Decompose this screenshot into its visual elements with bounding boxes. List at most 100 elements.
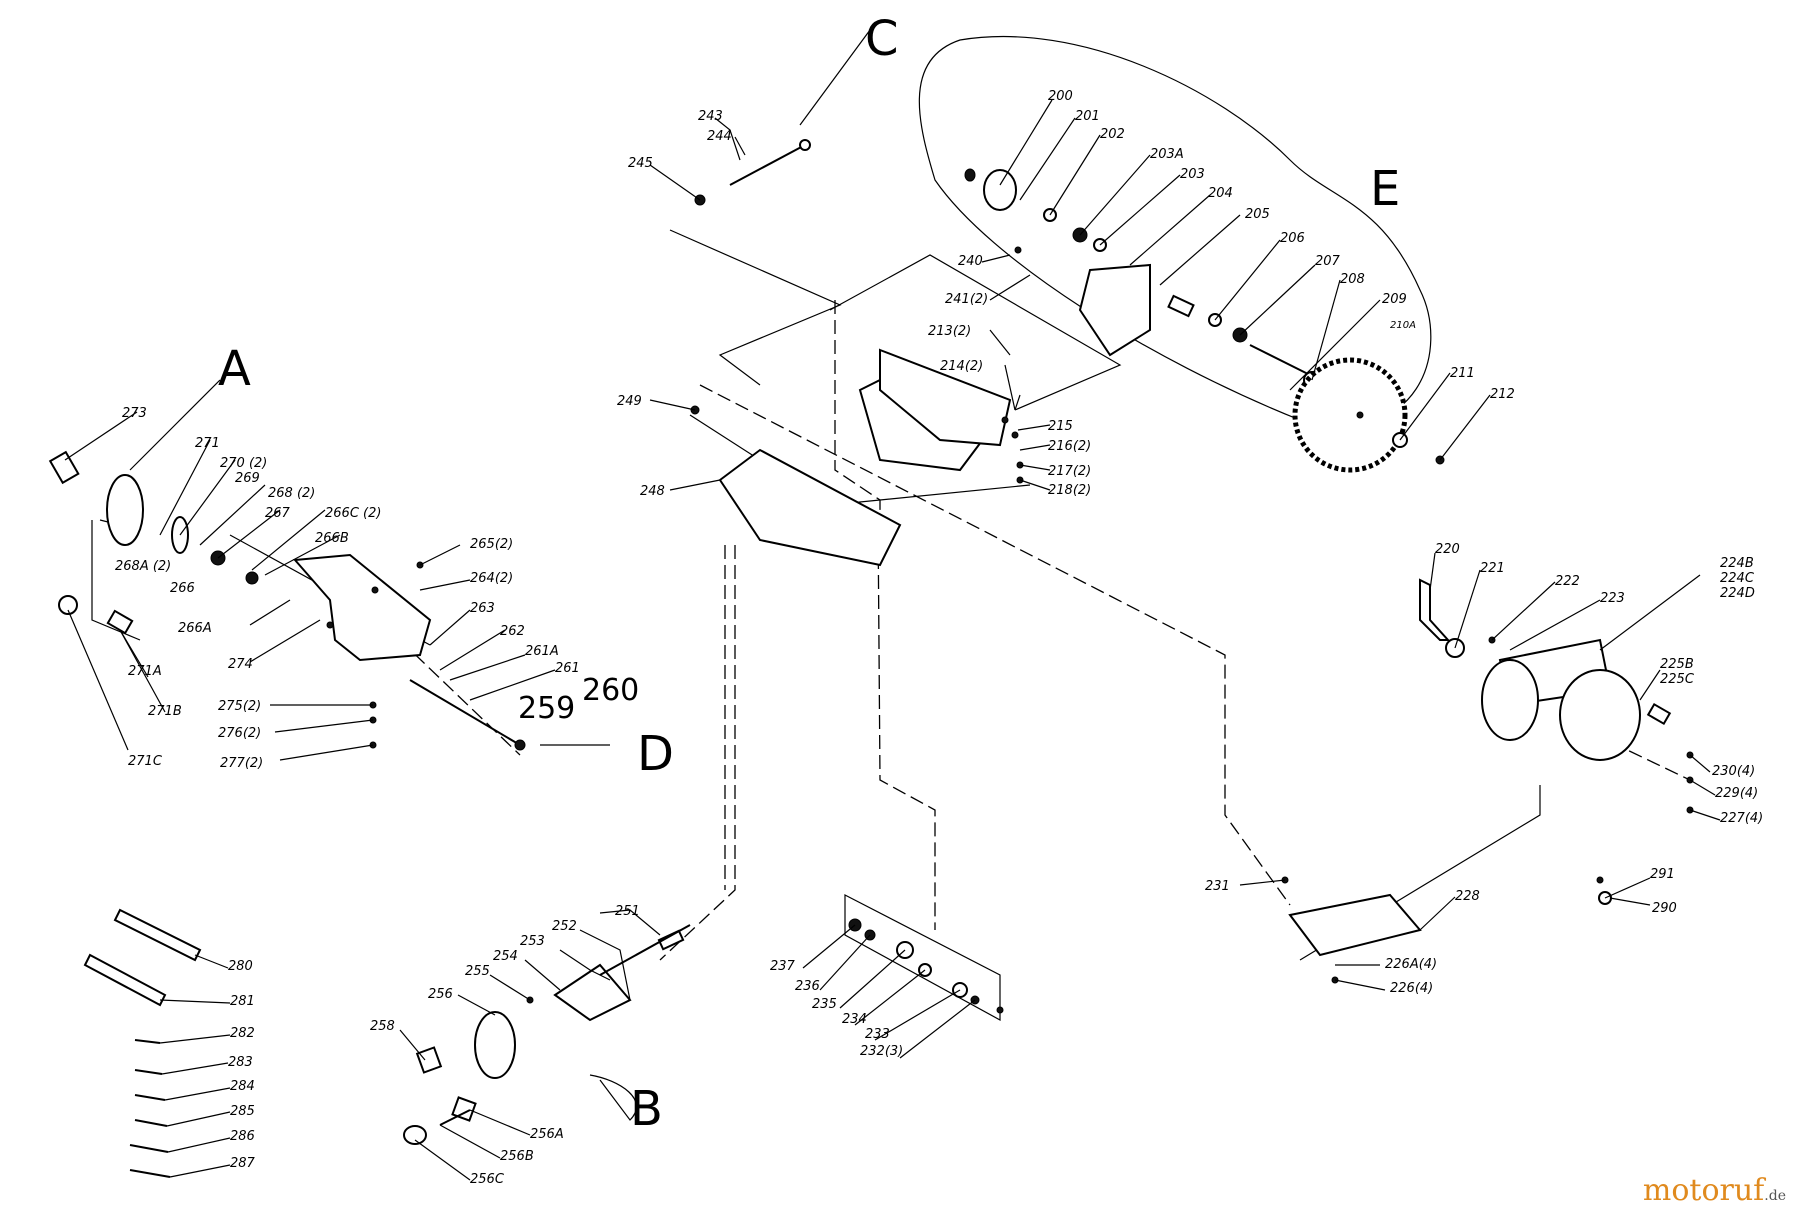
part-label: 253	[520, 934, 545, 949]
trunnion-bracket	[292, 553, 432, 662]
part-label: 203A	[1150, 147, 1184, 162]
part-label: 223	[1600, 591, 1625, 606]
part-label: 284	[230, 1079, 255, 1094]
part-label: 206	[1280, 231, 1305, 246]
part-label: 262	[500, 624, 525, 639]
part-label: 274	[228, 657, 253, 672]
part-label: 271	[195, 436, 220, 451]
part-label: 225C	[1660, 672, 1695, 687]
part-label: 258	[370, 1019, 395, 1034]
part-label: 203	[1180, 167, 1205, 182]
part-label: 229(4)	[1715, 786, 1758, 801]
part-label: 267	[265, 506, 291, 521]
section-letter-a: A	[218, 341, 251, 397]
part-label: 266B	[315, 531, 349, 546]
part-label: 232(3)	[860, 1044, 903, 1059]
part-label: 230(4)	[1712, 764, 1755, 779]
part-shapes	[48, 139, 1694, 1178]
trunnion-casting	[718, 448, 902, 567]
part-label: 236	[795, 979, 820, 994]
part-label: 255	[465, 964, 490, 979]
motor-mount-plate	[1288, 893, 1422, 957]
part-label: 224B	[1720, 556, 1754, 571]
saw-blade	[1292, 357, 1408, 473]
section-letter-d: D	[637, 726, 674, 782]
part-label: 217(2)	[1048, 464, 1091, 479]
part-label: 205	[1245, 207, 1270, 222]
screw-set	[129, 1039, 171, 1178]
part-label: 256	[428, 987, 453, 1002]
part-label: 273	[122, 406, 147, 421]
part-label: 290	[1652, 901, 1677, 916]
part-label: 208	[1340, 272, 1365, 287]
part-label: 216(2)	[1048, 439, 1091, 454]
part-label: 256A	[530, 1127, 564, 1142]
part-label: 280	[228, 959, 253, 974]
part-label: 215	[1048, 419, 1073, 434]
part-label: 211	[1450, 366, 1475, 381]
part-label: 212	[1490, 387, 1515, 402]
part-label: 224D	[1720, 586, 1755, 601]
part-label: 209	[1382, 292, 1407, 307]
part-label: 249	[617, 394, 642, 409]
part-label: 269	[235, 471, 260, 486]
part-label: 200	[1048, 89, 1073, 104]
part-label: 202	[1100, 127, 1125, 142]
arbor-bracket	[1078, 263, 1151, 357]
part-label: 261	[555, 661, 580, 676]
leader-lines	[64, 29, 1721, 1181]
part-label: 282	[230, 1026, 255, 1041]
part-label: 261A	[525, 644, 559, 659]
handwheel-b	[474, 1011, 516, 1079]
part-number-labels: 200 201 202 203A 203 204 205 206 207 208…	[115, 89, 1763, 1187]
part-label: 271A	[128, 664, 162, 679]
part-label: 244	[707, 129, 732, 144]
part-label: 265(2)	[470, 537, 513, 552]
part-label: 271B	[148, 704, 182, 719]
part-label: 234	[842, 1012, 867, 1027]
part-label: 275(2)	[218, 699, 261, 714]
part-label: 222	[1555, 574, 1580, 589]
part-label: 241(2)	[945, 292, 988, 307]
part-label: 228	[1455, 889, 1480, 904]
part-label: 254	[493, 949, 518, 964]
part-label-handwritten: 260	[582, 673, 639, 708]
part-label: 268 (2)	[268, 486, 315, 501]
part-label: 245	[628, 156, 653, 171]
wrench-281	[83, 953, 167, 1007]
part-label: 226(4)	[1390, 981, 1433, 996]
part-label: 225B	[1660, 657, 1694, 672]
part-label: 218(2)	[1048, 483, 1091, 498]
part-label: 233	[865, 1027, 890, 1042]
part-label: 268A (2)	[115, 559, 171, 574]
part-label: 277(2)	[220, 756, 263, 771]
part-label: 243	[698, 109, 723, 124]
section-letter-b: B	[630, 1081, 663, 1137]
part-label: 281	[230, 994, 255, 1009]
watermark-logo: motoruf.de	[1642, 1173, 1786, 1208]
part-label: 287	[230, 1156, 256, 1171]
part-label: 271C	[128, 754, 163, 769]
part-label: 237	[770, 959, 796, 974]
part-label: 240	[958, 254, 983, 269]
part-label: 213(2)	[928, 324, 971, 339]
part-label: 204	[1208, 186, 1233, 201]
part-label: 226A(4)	[1385, 957, 1437, 972]
part-label: 266A	[178, 621, 212, 636]
part-label: 286	[230, 1129, 255, 1144]
section-letter-e: E	[1370, 161, 1400, 217]
part-label: 231	[1205, 879, 1230, 894]
part-label: 220	[1435, 542, 1460, 557]
part-label: 263	[470, 601, 495, 616]
part-label-handwritten: 259	[518, 691, 575, 726]
part-label: 201	[1075, 109, 1100, 124]
part-label: 235	[812, 997, 837, 1012]
part-label: 291	[1650, 867, 1675, 882]
part-label: 256C	[470, 1172, 505, 1187]
section-letter-c: C	[865, 11, 899, 67]
wrench-280	[113, 908, 202, 962]
part-label: 276(2)	[218, 726, 261, 741]
part-label: 214(2)	[940, 359, 983, 374]
part-label: 283	[228, 1055, 253, 1070]
